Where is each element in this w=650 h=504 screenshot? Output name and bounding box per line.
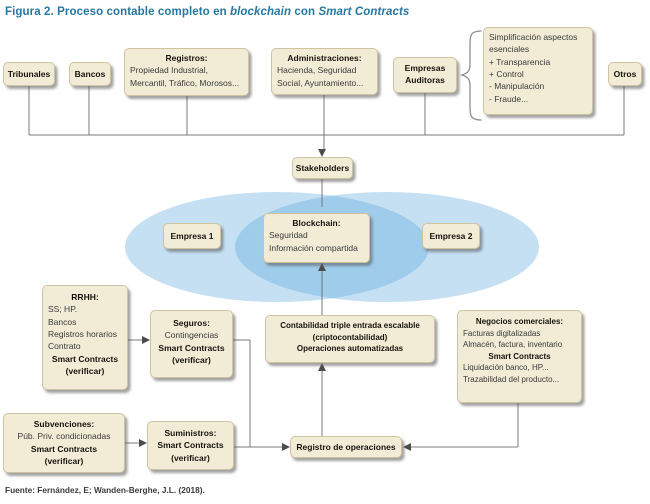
- node-registro-operaciones: Registro de operaciones: [290, 436, 402, 458]
- node-empresas-auditoras-line: Empresas: [404, 63, 446, 73]
- node-tribunales-label: Tribunales: [7, 68, 51, 79]
- figure-title-italic-blockchain: blockchain: [230, 6, 292, 18]
- node-negocios-title: Negocios comerciales:: [475, 317, 564, 326]
- node-contabilidad: Contabilidad triple entrada escalable (c…: [265, 315, 435, 363]
- node-negocios-line: Liquidación banco, HP...: [463, 363, 549, 373]
- node-contabilidad-line: Operaciones automatizadas: [296, 344, 404, 354]
- node-suministros-title: Suministros:: [164, 428, 217, 438]
- node-registros: Registros: Propiedad Industrial, Mercant…: [124, 48, 249, 96]
- node-registros-title: Registros:: [165, 53, 208, 63]
- node-empresa-1-label: Empresa 1: [170, 230, 214, 241]
- node-seguros-verificar: (verificar): [172, 354, 211, 365]
- node-registro-operaciones-label: Registro de operaciones: [296, 441, 396, 452]
- node-subvenciones-smart-contracts: Smart Contracts: [30, 443, 98, 454]
- node-administraciones-title: Administraciones:: [287, 53, 362, 63]
- node-simplificacion-line: Simplificación aspectos: [489, 32, 578, 42]
- node-simplificacion-line: + Control: [489, 68, 524, 79]
- node-seguros-smart-contracts: Smart Contracts: [158, 342, 225, 353]
- node-rrhh-title: RRHH:: [71, 292, 99, 302]
- node-simplificacion-line: - Fraude...: [489, 93, 529, 104]
- node-subvenciones-title: Subvenciones:: [33, 419, 95, 429]
- node-rrhh-line: Registros horarios: [48, 328, 117, 339]
- node-rrhh-line: Bancos: [48, 316, 77, 327]
- node-seguros-line: Contingencias: [164, 330, 219, 341]
- arrowhead-registro-left: [282, 443, 290, 451]
- brace-shape: [459, 30, 482, 121]
- node-otros: Otros: [608, 62, 642, 86]
- node-registros-line: Mercantil, Tráfico, Morosos...: [130, 77, 240, 88]
- node-rrhh-smart-contracts: Smart Contracts: [51, 353, 119, 364]
- node-simplificacion-line: - Manipulación: [489, 81, 545, 92]
- node-contabilidad-line: Contabilidad triple entrada escalable: [280, 321, 420, 330]
- node-stakeholders: Stakeholders: [292, 157, 353, 179]
- node-negocios-smart-contracts: Smart Contracts: [488, 351, 551, 361]
- top-bus-lines: [28, 86, 625, 150]
- node-empresa-2-label: Empresa 2: [429, 230, 473, 241]
- arrowhead-blockchain-up: [318, 263, 326, 271]
- source-note: Fuente: Fernández, E; Wanden-Berghe, J.L…: [5, 485, 205, 495]
- node-simplificacion-line: esenciales: [489, 44, 530, 55]
- node-negocios-line: Facturas digitalizadas: [463, 328, 541, 338]
- node-blockchain-title: Blockchain:: [292, 218, 341, 228]
- node-empresa-2: Empresa 2: [422, 223, 480, 249]
- figure-title: Figura 2. Proceso contable completo en b…: [5, 6, 409, 18]
- node-subvenciones: Subvenciones: Púb. Priv. condicionadas S…: [3, 413, 125, 473]
- right-process-lines: [409, 403, 519, 448]
- node-empresas-auditoras: Empresas Auditoras: [393, 57, 457, 93]
- node-blockchain: Blockchain: Seguridad Información compar…: [263, 213, 370, 263]
- node-seguros-title: Seguros:: [173, 318, 210, 328]
- node-blockchain-line: Información compartida: [269, 242, 358, 253]
- node-suministros-verificar: (verificar): [171, 452, 210, 463]
- figure-title-middle: con: [291, 6, 319, 18]
- node-administraciones: Administraciones: Hacienda, Seguridad So…: [271, 48, 378, 95]
- node-administraciones-line: Hacienda, Seguridad: [277, 65, 357, 76]
- node-rrhh-verificar: (verificar): [65, 365, 105, 376]
- arrowhead-registro-right: [403, 443, 411, 451]
- node-simplificacion-line: + Transparencia: [489, 56, 551, 67]
- figure-title-italic-smart-contracts: Smart Contracts: [318, 6, 410, 18]
- node-simplificacion: Simplificación aspectos esenciales + Tra…: [483, 27, 593, 115]
- node-empresas-auditoras-line: Auditoras: [405, 75, 445, 86]
- node-stakeholders-label: Stakeholders: [295, 162, 350, 173]
- node-administraciones-line: Social, Ayuntamiento...: [277, 77, 364, 88]
- node-rrhh-line: SS; HP.: [48, 304, 78, 315]
- arrowhead-stakeholders: [318, 149, 326, 157]
- node-empresa-1: Empresa 1: [163, 223, 221, 249]
- arrowhead-seguros: [142, 336, 150, 344]
- left-process-lines: [125, 339, 283, 448]
- node-bancos: Bancos: [69, 62, 111, 86]
- node-registros-line: Propiedad Industrial,: [130, 65, 208, 76]
- arrowhead-contabilidad-up: [318, 363, 326, 371]
- node-rrhh: RRHH: SS; HP. Bancos Registros horarios …: [42, 285, 128, 390]
- node-suministros: Suministros: Smart Contracts (verificar): [147, 421, 234, 470]
- node-rrhh-line: Contrato: [48, 341, 81, 352]
- node-tribunales: Tribunales: [3, 62, 55, 86]
- node-negocios-line: Almacén, factura, inventario: [463, 340, 563, 350]
- node-seguros: Seguros: Contingencias Smart Contracts (…: [150, 310, 233, 378]
- node-negocios-line: Trazabilidad del producto...: [463, 374, 560, 384]
- node-bancos-label: Bancos: [74, 68, 106, 79]
- figure-title-prefix: Figura 2. Proceso contable completo en: [5, 6, 231, 18]
- node-negocios-comerciales: Negocios comerciales: Facturas digitaliz…: [457, 310, 582, 403]
- node-blockchain-line: Seguridad: [269, 230, 308, 241]
- node-suministros-smart-contracts: Smart Contracts: [157, 440, 224, 451]
- node-otros-label: Otros: [613, 68, 637, 79]
- node-subvenciones-verificar: (verificar): [44, 455, 84, 466]
- arrowhead-suministros: [139, 439, 147, 447]
- node-contabilidad-line: (criptocontabilidad): [312, 332, 388, 342]
- node-subvenciones-line: Púb. Priv. condicionadas: [17, 431, 111, 442]
